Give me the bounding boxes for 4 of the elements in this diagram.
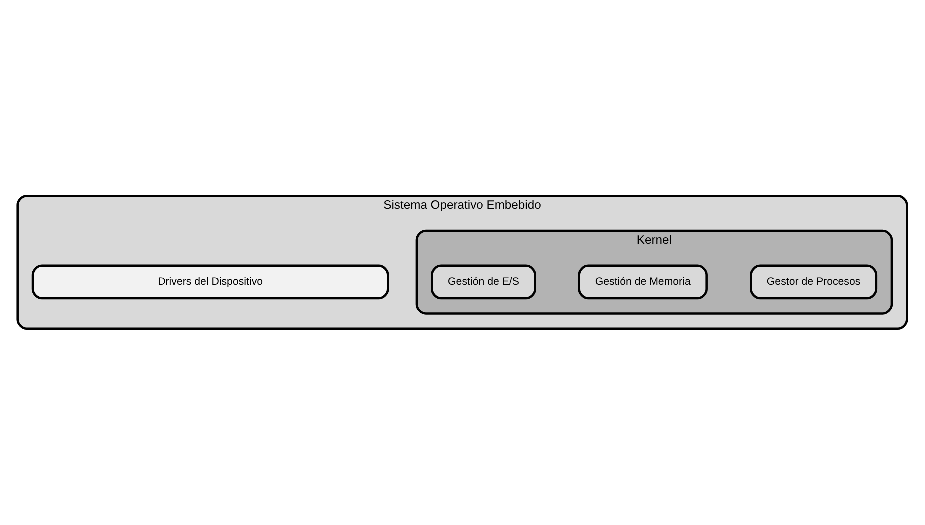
node-box: Drivers del Dispositivo [32, 264, 390, 300]
node-box: Gestión de Memoria [578, 264, 708, 300]
node-box: Gestión de E/S [431, 264, 536, 300]
node-box: Gestor de Procesos [750, 264, 878, 300]
